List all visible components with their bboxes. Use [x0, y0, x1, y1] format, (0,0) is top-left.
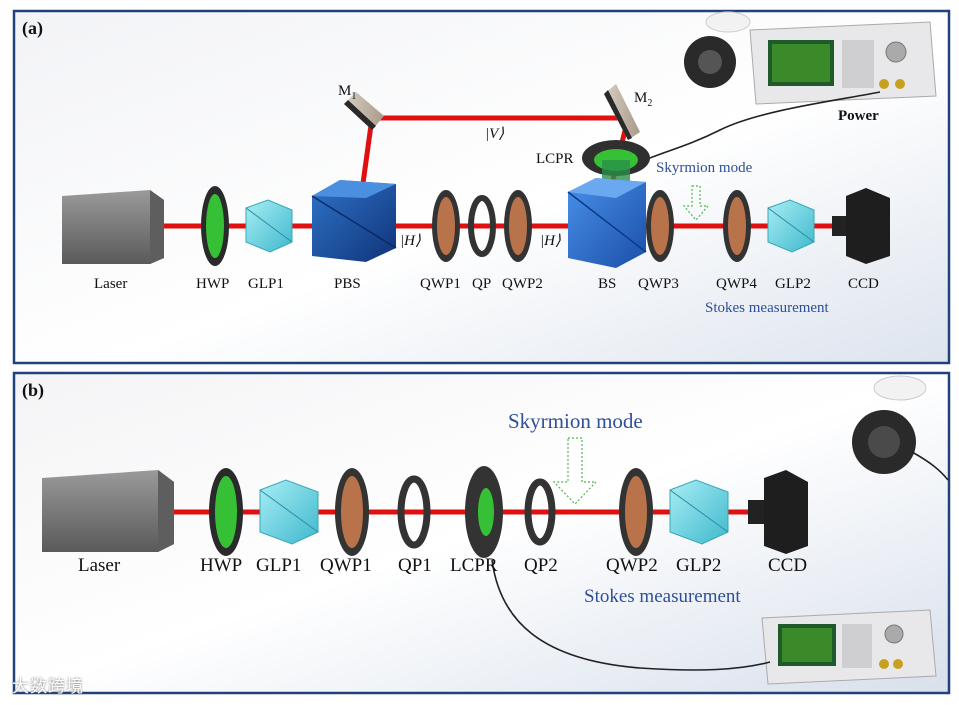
laser-source: [62, 190, 164, 264]
qwp1-plate: [432, 190, 460, 262]
qp-plate: [468, 195, 496, 257]
pbs-cube: [311, 180, 397, 262]
glp2-prism-a: [767, 199, 815, 253]
panel-b-tag: (b): [22, 380, 44, 401]
glp1-prism-b: [259, 479, 319, 545]
qwp1-plate-b: [335, 468, 369, 556]
qwp2-label-a: QWP2: [502, 276, 543, 292]
panel-b: (b): [12, 371, 951, 695]
qwp2-plate-b: [619, 468, 653, 556]
qwp3-label: QWP3: [638, 276, 679, 292]
function-generator-b: [761, 609, 937, 685]
control-cable-b-top: [911, 451, 949, 481]
qp1-plate: [397, 475, 431, 549]
skyrmion-arrow-a: [682, 185, 710, 221]
skyrmion-label-b: Skyrmion mode: [508, 409, 643, 433]
qwp1-label-b: QWP1: [320, 555, 372, 576]
bs-cube: [567, 178, 647, 268]
ccd-camera-a: [832, 188, 890, 264]
bs-label: BS: [598, 276, 616, 292]
ket-v-label: |V⟩: [485, 126, 504, 142]
ket-h2-label: |H⟩: [540, 233, 561, 249]
ccd-label-a: CCD: [848, 276, 879, 292]
glp2-label-b: GLP2: [676, 555, 721, 576]
mirror-m2: [604, 84, 640, 140]
lcpr-label-a: LCPR: [536, 151, 574, 167]
stokes-label-b: Stokes measurement: [584, 586, 741, 607]
glp2-prism-b: [669, 479, 729, 545]
control-cable-a: [649, 91, 881, 159]
panel-a-tag: (a): [22, 18, 43, 39]
qwp3-plate: [646, 190, 674, 262]
qwp4-label: QWP4: [716, 276, 757, 292]
qp1-label: QP1: [398, 555, 432, 576]
skyrmion-label-a: Skyrmion mode: [656, 160, 753, 176]
qp-label: QP: [472, 276, 491, 292]
qwp2-plate: [504, 190, 532, 262]
qwp4-plate: [723, 190, 751, 262]
glp2-label-a: GLP2: [775, 276, 811, 292]
hwp-plate-b: [209, 468, 243, 556]
ccd-camera-b: [748, 470, 808, 554]
qwp2-label-b: QWP2: [606, 555, 658, 576]
power-label: Power: [838, 108, 879, 124]
glp1-prism: [245, 199, 293, 253]
watermark-text: 大数跨境: [12, 677, 84, 697]
laser-label-b: Laser: [78, 555, 121, 576]
qp2-plate: [524, 478, 556, 546]
laser-label-a: Laser: [94, 276, 127, 292]
rotation-mount-a: [684, 11, 751, 88]
lcpr-label-b: LCPR: [450, 555, 498, 576]
ccd-label-b: CCD: [768, 555, 807, 576]
ket-h1-label: |H⟩: [400, 233, 421, 249]
mirror-m2-label: M2: [634, 90, 652, 109]
hwp-plate: [201, 186, 229, 266]
mirror-m1: [344, 92, 384, 130]
rotation-mount-b: [852, 375, 927, 474]
mirror-m1-label: M1: [338, 83, 356, 102]
hwp-label-a: HWP: [196, 276, 229, 292]
function-generator-a: [749, 21, 937, 105]
control-cable-b: [491, 559, 771, 671]
stokes-label-a: Stokes measurement: [705, 300, 830, 316]
laser-source-b: [42, 470, 174, 552]
qwp1-label-a: QWP1: [420, 276, 461, 292]
lcpr-plate-b: [465, 466, 503, 558]
skyrmion-arrow-b: [552, 437, 598, 505]
hwp-label-b: HWP: [200, 555, 242, 576]
qp2-label: QP2: [524, 555, 558, 576]
glp1-label-a: GLP1: [248, 276, 284, 292]
glp1-label-b: GLP1: [256, 555, 301, 576]
pbs-label: PBS: [334, 276, 361, 292]
panel-a: (a) M1: [12, 9, 951, 365]
